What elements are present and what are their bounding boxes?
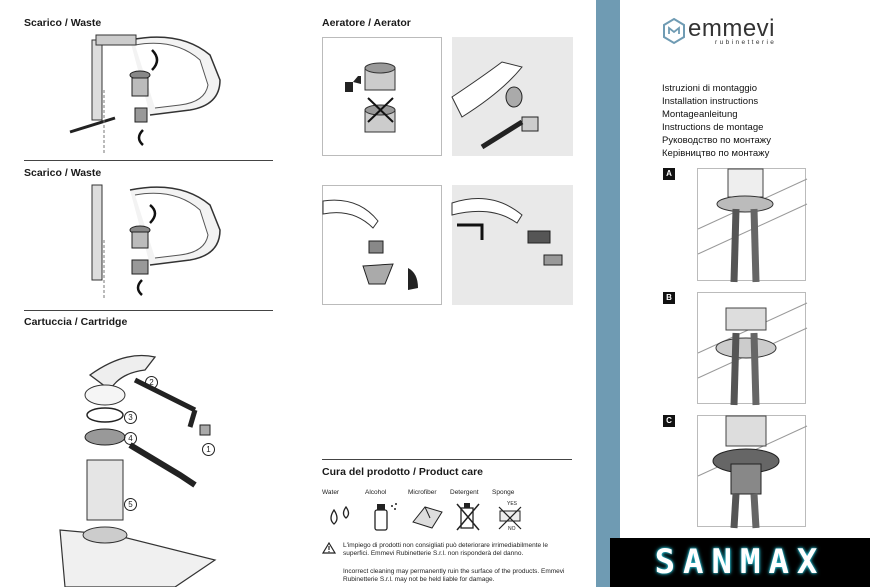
step-marker-b: B xyxy=(663,292,675,304)
care-label-microfiber: Microfiber xyxy=(408,489,437,496)
step-marker-a: A xyxy=(663,168,675,180)
instruction-title-it: Istruzioni di montaggio xyxy=(662,83,758,94)
callout-3: 3 xyxy=(124,411,137,424)
microfiber-cloth-icon xyxy=(412,506,443,529)
section-title-care: Cura del prodotto / Product care xyxy=(322,466,484,478)
instruction-title-fr: Instructions de montage xyxy=(662,122,764,133)
instruction-title-ru: Руководство по монтажу xyxy=(662,135,772,146)
waste-illustration-1 xyxy=(69,34,221,155)
sponge-yes-label: YES xyxy=(507,501,518,507)
alcohol-spray-icon xyxy=(374,503,397,531)
care-label-detergent: Detergent xyxy=(450,489,479,496)
waste-illustration-2 xyxy=(91,184,221,300)
callout-1: 1 xyxy=(202,443,215,456)
brand-tagline: rubinetterie xyxy=(715,39,777,46)
instruction-title-en: Installation instructions xyxy=(662,96,759,107)
instructions-list: Istruzioni di montaggio Installation ins… xyxy=(662,82,771,160)
warning-icon xyxy=(321,541,337,554)
warning-text-en: Incorrect cleaning may permanently ruin … xyxy=(343,568,565,583)
care-label-alcohol: Alcohol xyxy=(365,489,387,496)
warning-text-it: L'impiego di prodotti non consigliati pu… xyxy=(343,542,549,557)
instruction-title-de: Montageanleitung xyxy=(662,109,738,120)
watermark-banner: SANMAX xyxy=(610,538,870,587)
divider xyxy=(24,160,273,161)
aerator-panel-2 xyxy=(451,37,573,156)
detergent-icon xyxy=(456,503,480,531)
callout-4: 4 xyxy=(124,432,137,445)
aerator-panel-1 xyxy=(322,37,442,156)
step-b-image xyxy=(697,292,808,406)
section-title-cartridge: Cartuccia / Cartridge xyxy=(24,316,128,328)
care-label-sponge: Sponge xyxy=(492,489,515,496)
divider xyxy=(322,459,572,460)
section-title-aerator: Aeratore / Aerator xyxy=(322,17,411,29)
brand-name: emmevi xyxy=(688,15,776,42)
section-title-waste-2: Scarico / Waste xyxy=(24,167,102,179)
step-c-image xyxy=(697,415,808,529)
water-drops-icon xyxy=(330,505,350,525)
divider xyxy=(24,310,273,311)
aerator-panel-4 xyxy=(451,185,573,305)
care-label-water: Water xyxy=(322,489,340,496)
instruction-title-uk: Керівництво по монтажу xyxy=(662,148,770,159)
callout-2: 2 xyxy=(145,376,158,389)
spine-band xyxy=(596,0,620,587)
step-marker-c: C xyxy=(663,415,675,427)
aerator-panel-3 xyxy=(322,185,442,305)
brand-logo-icon xyxy=(663,17,685,45)
section-title-waste-1: Scarico / Waste xyxy=(24,17,102,29)
step-a-image xyxy=(697,168,808,283)
sponge-icon xyxy=(498,506,522,530)
callout-5: 5 xyxy=(124,498,137,511)
sponge-no-label: NO xyxy=(508,526,516,532)
watermark-text: SANMAX xyxy=(654,542,826,582)
